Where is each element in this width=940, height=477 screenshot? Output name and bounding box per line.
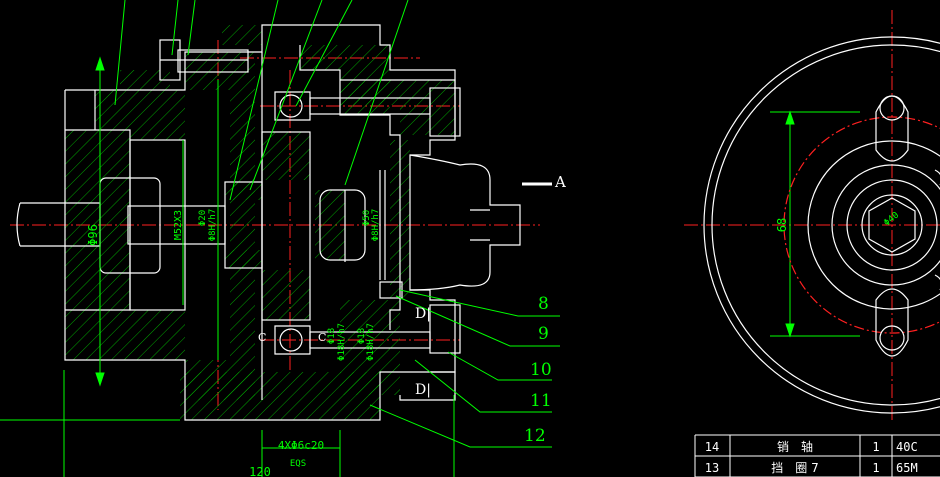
dim-fit-3-tol: Φ18H/h7: [337, 323, 347, 361]
dim-width: 120: [249, 465, 271, 477]
dim-fit-2: Φ50: [362, 210, 372, 226]
dim-fit-4: Φ18: [357, 328, 367, 344]
dim-slot-sub: EQS: [290, 459, 306, 469]
dim-fit-2-tol: Φ8H/h7: [371, 209, 381, 242]
bom-row-1-name: 销 轴: [777, 439, 813, 454]
dim-hex: Φ40: [882, 210, 901, 228]
bom-row-2-name: 挡 圈 7: [771, 461, 818, 475]
bom-row-2-no: 13: [705, 461, 719, 475]
side-view: [703, 36, 940, 414]
c-marker-right: C: [318, 331, 326, 344]
bom-row-1-no: 14: [705, 440, 719, 454]
hatch-regions: [65, 25, 455, 420]
bom-row-1-mat: 40C: [896, 440, 918, 454]
dim-fit-3: Φ18: [327, 328, 337, 344]
callout-11: 11: [530, 391, 552, 411]
callout-9: 9: [538, 324, 549, 344]
section-d-bottom: D|: [415, 382, 431, 398]
dim-fit-1-tol: Φ8H/h7: [208, 209, 218, 242]
bom-row-1-qty: 1: [872, 440, 879, 454]
section-d-top: D|: [415, 306, 431, 322]
c-marker-left: C: [258, 331, 266, 344]
section-markers: A D| D| C C: [258, 173, 566, 398]
dim-thread: M52X3: [173, 210, 184, 240]
dim-side-dia: 68: [775, 218, 789, 232]
part-outlines: [16, 24, 521, 421]
callout-8: 8: [538, 294, 549, 314]
dim-bore-dia: Φ96: [86, 224, 100, 246]
dim-fit-1: Φ20: [198, 210, 208, 226]
bom-rows: 14 销 轴 1 40C 13 挡 圈 7 1 65M: [705, 439, 918, 475]
callout-numbers: 8 9 10 11 12: [524, 294, 552, 446]
dim-slot: 4XΦ6c20: [278, 439, 324, 452]
dim-fit-4-tol: Φ18H/h7: [366, 323, 376, 361]
bom-table: [694, 434, 940, 477]
dimension-texts: Φ96 M52X3 Φ20 Φ8H/h7 Φ50 Φ8H/h7 Φ18 Φ18H…: [86, 209, 901, 477]
bom-row-2-qty: 1: [872, 461, 879, 475]
callout-12: 12: [524, 426, 546, 446]
callout-10: 10: [530, 360, 552, 380]
bom-row-2-mat: 65M: [896, 461, 918, 475]
view-a-label: A: [554, 173, 566, 191]
leader-lines: [0, 0, 860, 477]
